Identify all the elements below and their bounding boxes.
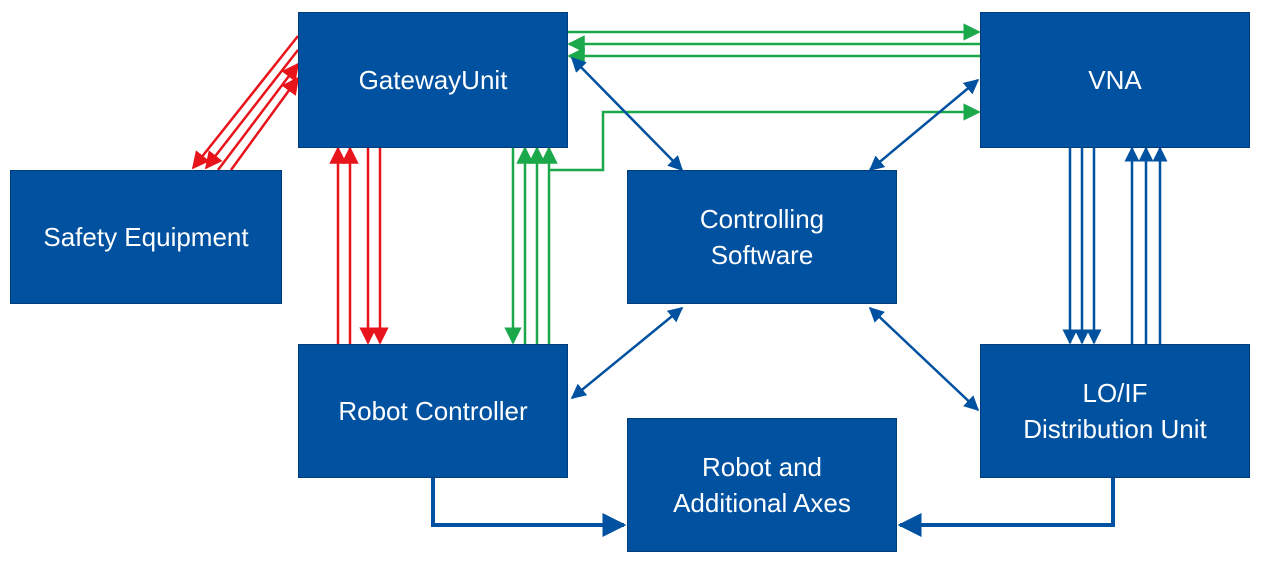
- lo-if-distribution-unit-box[interactable]: LO/IF Distribution Unit: [980, 344, 1250, 478]
- safety-equipment-label: Safety Equipment: [43, 222, 249, 252]
- robot-controller-label: Robot Controller: [338, 396, 528, 426]
- safety-equipment-box[interactable]: Safety Equipment: [10, 170, 282, 304]
- robot-controller-box[interactable]: Robot Controller: [298, 344, 568, 478]
- gateway-vna-green-links: [567, 23, 981, 65]
- controlling-software-links: [570, 56, 980, 412]
- lo-if-label-line2: Distribution Unit: [1023, 414, 1207, 444]
- gateway-robot-controller-red-links: [329, 146, 389, 345]
- robot-controller-vna-green-link: [549, 103, 981, 172]
- vna-box[interactable]: VNA: [980, 12, 1250, 148]
- gateway-unit-box[interactable]: GatewayUnit: [298, 12, 568, 148]
- vna-label: VNA: [1088, 65, 1142, 95]
- robot-and-additional-axes-box[interactable]: Robot and Additional Axes: [627, 418, 897, 552]
- vna-lo-if-blue-links: [1062, 146, 1168, 345]
- robot-axes-label-line1: Robot and: [702, 452, 822, 482]
- gateway-robot-controller-green-links: [504, 146, 558, 345]
- controlling-software-label-line1: Controlling: [699, 204, 825, 234]
- controlling-software-box[interactable]: Controlling Software: [627, 170, 897, 304]
- gateway-safety-red-links: [191, 35, 300, 171]
- robot-axes-links: [431, 478, 1115, 537]
- lo-if-label-line1: LO/IF: [1082, 378, 1148, 408]
- controlling-software-label-line2: Software: [710, 240, 814, 270]
- robot-axes-label-line2: Additional Axes: [673, 488, 851, 518]
- gateway-unit-label: GatewayUnit: [358, 65, 508, 95]
